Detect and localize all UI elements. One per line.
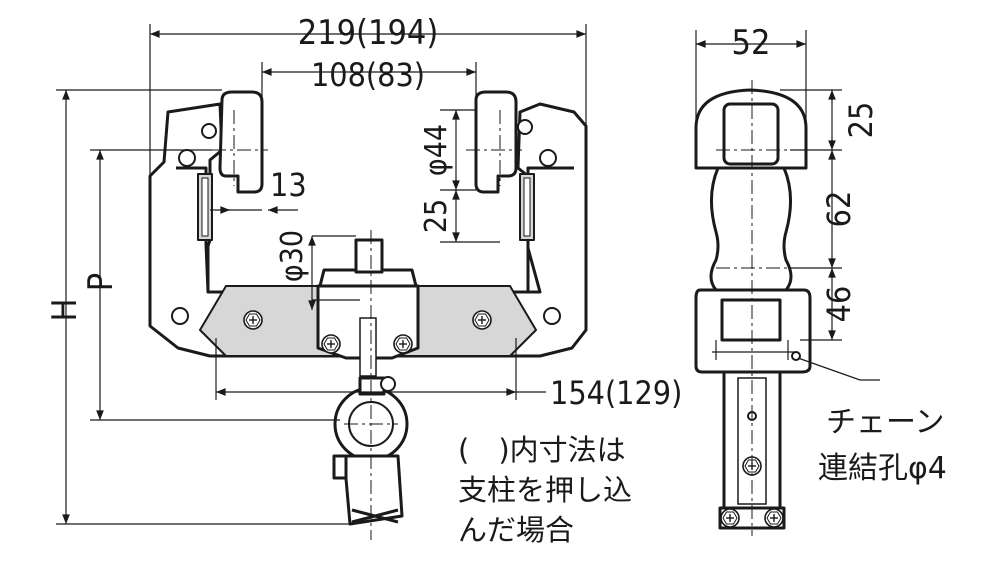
center-stem — [354, 238, 384, 274]
frame-hole — [171, 307, 189, 325]
chain-hole-label-2: 連結孔φ4 — [818, 451, 947, 486]
frame-hole — [201, 123, 217, 139]
frame-hole — [539, 149, 557, 167]
dim-phi44: φ44 — [419, 124, 454, 176]
center-slot — [359, 317, 377, 377]
dim-154: 154(129) — [550, 374, 682, 412]
note-block: ( )内寸法は 支柱を押し込 んだ場合 — [458, 433, 632, 547]
frame-hole — [178, 149, 196, 167]
screw-icon — [243, 310, 263, 330]
screw-icon — [720, 508, 740, 528]
right-clamp — [474, 90, 518, 194]
label-P: P — [81, 273, 121, 291]
dim-overall-width: 219(194) — [298, 13, 439, 53]
dim-52: 52 — [732, 23, 771, 63]
note-line-3: んだ場合 — [458, 513, 574, 547]
chain-hole-leader — [797, 357, 880, 381]
note-line-1: ( )内寸法は — [458, 433, 626, 467]
side-hood-insert — [722, 102, 780, 166]
side-view: 52 25 62 46 チェーン 連結孔φ4 — [694, 23, 947, 536]
screw-icon — [472, 310, 492, 330]
left-clamp — [218, 90, 264, 194]
side-block-inner — [720, 298, 782, 342]
note-line-2: 支柱を押し込 — [458, 473, 632, 507]
pipe-clamp-pin — [380, 376, 396, 392]
screw-icon — [764, 508, 784, 528]
side-neck — [709, 166, 793, 292]
left-jaw-inner — [201, 177, 209, 237]
dim-phi30: φ30 — [275, 230, 310, 282]
dim-46: 46 — [820, 286, 858, 323]
right-jaw-inner — [523, 177, 531, 237]
pipe-clamp-foot — [351, 508, 399, 524]
side-block-rim — [712, 340, 794, 360]
front-view: 219(194) 108(83) 13 154(129) φ44 25 φ30 … — [45, 13, 682, 540]
frame-hole — [543, 307, 561, 325]
screw-icon — [321, 334, 341, 354]
dim-62: 62 — [820, 191, 858, 228]
label-H: H — [45, 298, 85, 321]
pipe-clamp-side-tab — [332, 454, 348, 480]
dim-13: 13 — [270, 166, 307, 204]
dim-inner-width: 108(83) — [311, 56, 425, 94]
pipe-clamp-stem — [342, 454, 404, 526]
chain-hole-label-1: チェーン — [826, 405, 945, 440]
dim-side-25: 25 — [842, 102, 880, 139]
screw-icon — [393, 334, 413, 354]
frame-hole — [517, 119, 533, 135]
dim-25-front: 25 — [419, 199, 454, 233]
